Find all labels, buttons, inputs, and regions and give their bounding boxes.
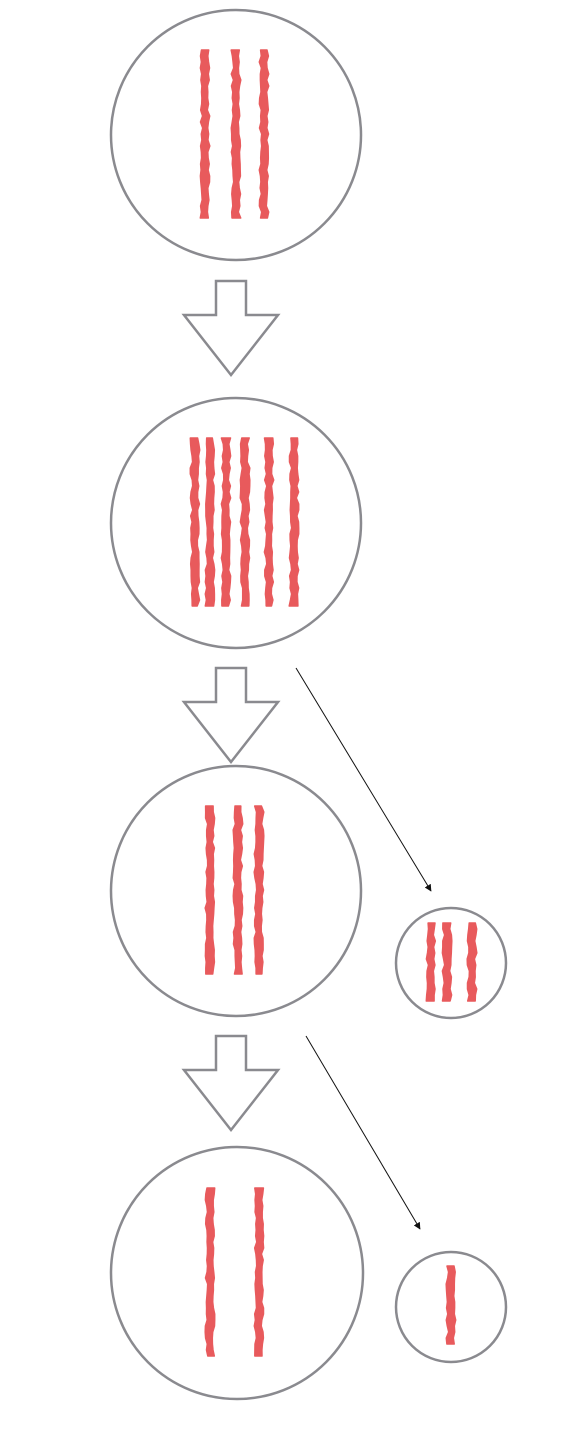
diagonal-arrow-icon — [305, 1035, 421, 1230]
down-arrow-icon — [181, 279, 281, 378]
chromosome-icon — [288, 437, 300, 607]
chromosome-icon — [263, 437, 275, 607]
small-cell-1 — [394, 906, 508, 1020]
down-arrow-icon — [181, 666, 281, 765]
chromosome-icon — [253, 1187, 265, 1357]
cell-membrane — [109, 8, 363, 262]
chromosome-group — [445, 1265, 457, 1345]
chromosome-icon — [239, 437, 251, 607]
chromosome-group — [204, 1187, 265, 1357]
cell-membrane — [109, 764, 363, 1018]
chromosome-icon — [199, 49, 211, 219]
chromosome-group — [199, 49, 270, 219]
chromosome-icon — [204, 1187, 216, 1357]
cell-membrane — [394, 906, 508, 1020]
chromosome-icon — [204, 437, 216, 607]
chromosome-group — [189, 437, 300, 607]
step-arrows — [181, 279, 281, 1133]
chromosome-icon — [232, 805, 244, 975]
cell-3 — [109, 764, 363, 1018]
chromosome-icon — [230, 49, 242, 219]
cell-membrane — [109, 396, 363, 650]
diagonal-arrow-icon — [295, 667, 432, 892]
chromosome-icon — [258, 49, 270, 219]
cell-4 — [109, 1145, 365, 1401]
down-arrow-icon — [181, 1034, 281, 1133]
chromosome-icon — [425, 922, 437, 1002]
cell-membrane — [394, 1250, 508, 1364]
cell-2 — [109, 396, 363, 650]
chromosome-icon — [204, 805, 216, 975]
chromosome-group — [204, 805, 265, 975]
chromosome-icon — [445, 1265, 457, 1345]
chromosome-icon — [253, 805, 265, 975]
cell-1 — [109, 8, 363, 262]
split-arrows — [295, 667, 432, 1230]
chromosome-icon — [466, 922, 478, 1002]
chromosome-icon — [220, 437, 232, 607]
chromosome-icon — [189, 437, 201, 607]
cell-membrane — [109, 1145, 365, 1401]
chromosome-group — [425, 922, 478, 1002]
small-cell-2 — [394, 1250, 508, 1364]
chromosome-icon — [441, 922, 453, 1002]
